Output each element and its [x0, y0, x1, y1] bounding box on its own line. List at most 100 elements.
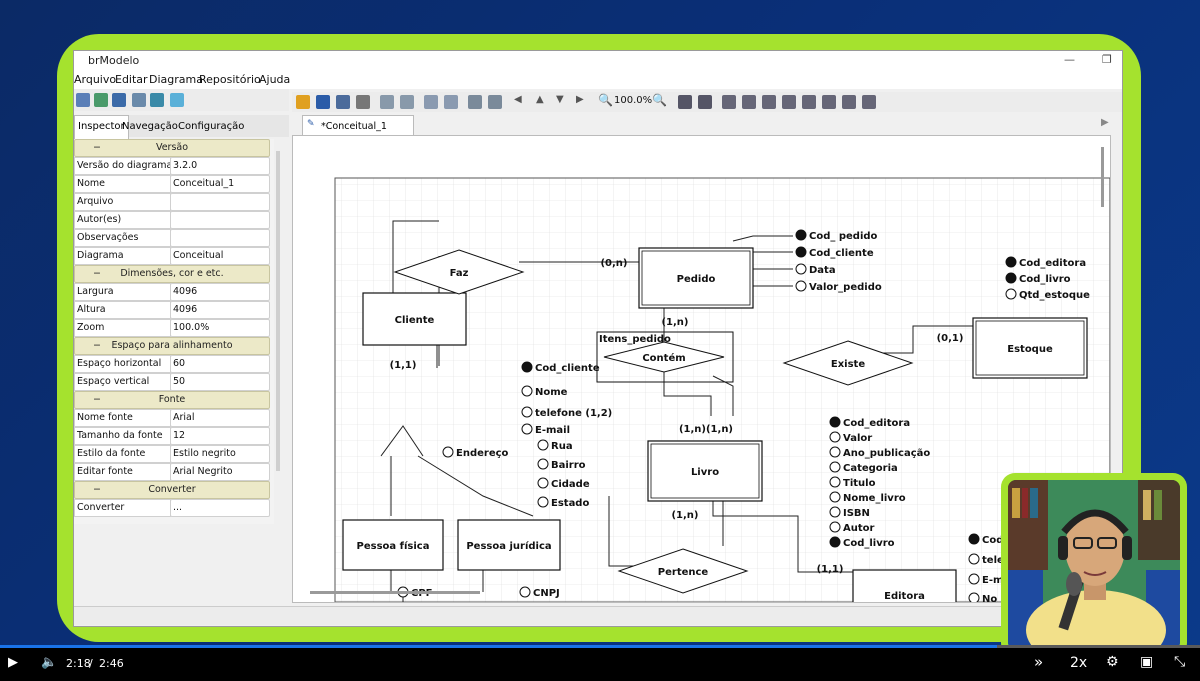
- endereco-attr-marker[interactable]: [537, 458, 549, 470]
- estoque-attr-marker[interactable]: [1005, 288, 1017, 300]
- livro-attr-marker[interactable]: [829, 476, 841, 488]
- pessoa-juridica-attr-marker[interactable]: [519, 586, 531, 598]
- pertence-relationship[interactable]: [617, 548, 749, 594]
- editora-attr-marker[interactable]: [968, 553, 980, 565]
- tool-network-icon[interactable]: [170, 93, 184, 107]
- inspector-value[interactable]: ...: [170, 499, 270, 517]
- tool-relation-icon[interactable]: [94, 93, 108, 107]
- pessoa-juridica-entity[interactable]: [457, 519, 561, 571]
- arrow-left-icon[interactable]: ◀: [514, 94, 522, 105]
- inspector-value[interactable]: 4096: [170, 283, 270, 301]
- collapse-icon[interactable]: −: [93, 484, 101, 495]
- fullscreen-icon[interactable]: ⤡: [1174, 654, 1186, 670]
- tab-configuracao[interactable]: Configuração: [178, 121, 245, 132]
- skip-forward-icon[interactable]: »: [1034, 653, 1044, 671]
- progress-fill[interactable]: [0, 645, 998, 649]
- livro-entity[interactable]: [647, 440, 763, 502]
- arrow-up-icon[interactable]: ▲: [536, 94, 544, 105]
- contem-relationship[interactable]: [603, 341, 725, 373]
- livro-attr-marker[interactable]: [829, 416, 841, 428]
- estoque-attr-marker[interactable]: [1005, 272, 1017, 284]
- livro-attr-marker[interactable]: [829, 446, 841, 458]
- print-icon[interactable]: [356, 95, 370, 109]
- inspector-value[interactable]: 60: [170, 355, 270, 373]
- livro-attr-marker[interactable]: [829, 491, 841, 503]
- tab-conceitual[interactable]: ✎ *Conceitual_1: [302, 115, 414, 136]
- editora-attr-marker[interactable]: [968, 592, 980, 604]
- arrow-right-icon[interactable]: ▶: [576, 94, 584, 105]
- zoom-in-icon[interactable]: 🔍: [652, 93, 667, 107]
- pedido-entity[interactable]: [638, 247, 754, 309]
- pedido-attr-marker[interactable]: [795, 263, 807, 275]
- collapse-icon[interactable]: −: [93, 340, 101, 351]
- menu-ajuda[interactable]: Ajuda: [259, 73, 291, 86]
- cliente-attr-marker[interactable]: [521, 361, 533, 373]
- editora-attr-marker[interactable]: [968, 533, 980, 545]
- inspector-value[interactable]: [170, 229, 270, 247]
- inspector-section-header[interactable]: −Converter: [74, 481, 270, 499]
- inspector-value[interactable]: Arial: [170, 409, 270, 427]
- distribute-v-icon[interactable]: [862, 95, 876, 109]
- settings-icon[interactable]: ⚙: [1106, 654, 1119, 670]
- maximize-icon[interactable]: ❐: [1102, 53, 1112, 66]
- inspector-scrollbar[interactable]: [276, 151, 280, 471]
- vertical-scrollbar[interactable]: [1101, 147, 1104, 207]
- align-top-icon[interactable]: [782, 95, 796, 109]
- align-middle-icon[interactable]: [802, 95, 816, 109]
- tab-inspector[interactable]: Inspector: [74, 115, 129, 139]
- inspector-value[interactable]: 3.2.0: [170, 157, 270, 175]
- pessoa-fisica-entity[interactable]: [342, 519, 444, 571]
- inspector-value[interactable]: Arial Negrito: [170, 463, 270, 481]
- new-icon[interactable]: [296, 95, 310, 109]
- livro-attr-marker[interactable]: [829, 461, 841, 473]
- inspector-value[interactable]: 12: [170, 427, 270, 445]
- align-bottom-icon[interactable]: [822, 95, 836, 109]
- tab-scroll-right-icon[interactable]: ▶: [1101, 117, 1109, 128]
- collapse-icon[interactable]: −: [93, 394, 101, 405]
- livro-attr-marker[interactable]: [829, 506, 841, 518]
- tool-entity-icon[interactable]: [76, 93, 90, 107]
- zoom-out-icon[interactable]: 🔍: [598, 93, 613, 107]
- existe-relationship[interactable]: [782, 340, 914, 386]
- inspector-value[interactable]: Conceitual: [170, 247, 270, 265]
- tool-tree-icon[interactable]: [112, 93, 126, 107]
- minimize-icon[interactable]: —: [1064, 53, 1075, 66]
- menu-arquivo[interactable]: Arquivo: [74, 73, 117, 86]
- endereco-attr-marker[interactable]: [537, 439, 549, 451]
- align-center-icon[interactable]: [742, 95, 756, 109]
- inspector-value[interactable]: [170, 211, 270, 229]
- horizontal-scrollbar[interactable]: [310, 591, 480, 594]
- inspector-value[interactable]: 4096: [170, 301, 270, 319]
- cliente-attr-marker[interactable]: [521, 406, 533, 418]
- fit-icon[interactable]: [424, 95, 438, 109]
- cliente-attr-marker[interactable]: [442, 446, 454, 458]
- pedido-attr-marker[interactable]: [795, 229, 807, 241]
- inspector-value[interactable]: Conceitual_1: [170, 175, 270, 193]
- speed-button[interactable]: 2x: [1070, 655, 1088, 671]
- endereco-attr-marker[interactable]: [537, 496, 549, 508]
- inspector-section-header[interactable]: −Espaço para alinhamento: [74, 337, 270, 355]
- inspector-value[interactable]: 50: [170, 373, 270, 391]
- inspector-section-header[interactable]: −Dimensões, cor e etc.: [74, 265, 270, 283]
- livro-attr-marker[interactable]: [829, 536, 841, 548]
- pip-icon[interactable]: ▣: [1140, 654, 1154, 670]
- pedido-attr-marker[interactable]: [795, 246, 807, 258]
- collapse-icon[interactable]: −: [93, 142, 101, 153]
- inspector-value[interactable]: [170, 193, 270, 211]
- redo-icon[interactable]: [400, 95, 414, 109]
- pedido-attr-marker[interactable]: [795, 280, 807, 292]
- inspector-section-header[interactable]: −Fonte: [74, 391, 270, 409]
- cliente-entity[interactable]: [362, 292, 467, 346]
- faz-relationship[interactable]: [393, 249, 525, 295]
- livro-attr-marker[interactable]: [829, 521, 841, 533]
- arrow-down-icon[interactable]: ▼: [556, 94, 564, 105]
- ungroup-icon[interactable]: [488, 95, 502, 109]
- expand-icon[interactable]: [444, 95, 458, 109]
- open-icon[interactable]: [336, 95, 350, 109]
- tab-navegacao[interactable]: Navegação: [122, 121, 178, 132]
- livro-attr-marker[interactable]: [829, 431, 841, 443]
- copy-icon[interactable]: [678, 95, 692, 109]
- undo-icon[interactable]: [380, 95, 394, 109]
